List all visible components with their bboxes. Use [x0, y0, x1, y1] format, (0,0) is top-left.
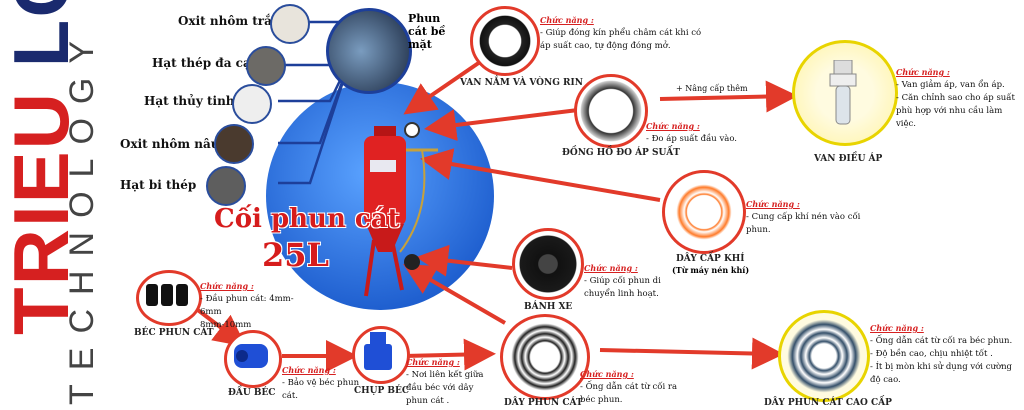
nozzle-title: BÉC PHUN CÁT — [134, 328, 214, 338]
arrow — [403, 60, 482, 115]
air-hose-title: DÂY CẤP KHÍ — [676, 254, 745, 264]
premium-hose-photo — [778, 310, 870, 402]
gauge-function: Chức năng :- Đo áp suất đầu vào. — [646, 121, 737, 144]
cap-icon — [364, 332, 392, 370]
material-thumb — [270, 4, 310, 44]
upgrade-note: + Nâng cấp thêm — [676, 84, 748, 93]
wheel-function: Chức năng :- Giúp cối phun di chuyển lin… — [584, 263, 661, 299]
sandblaster-tank — [364, 122, 438, 297]
nozzle-head-function: Chức năng :- Bảo vệ béc phun cát. — [282, 365, 360, 401]
gauge-title: ĐỒNG HỒ ĐO ÁP SUẤT — [562, 148, 680, 158]
material-label: Hạt thủy tinh — [144, 94, 235, 108]
material-thumb — [214, 124, 254, 164]
material-thumb — [246, 46, 286, 86]
material-label: Oxit nhôm nâu — [120, 137, 220, 151]
connector-line — [278, 59, 352, 185]
material-label: Hạt bi thép — [120, 178, 197, 192]
arrow — [599, 337, 784, 370]
material-label: Hạt thép đa cạnh — [152, 56, 269, 70]
spray-photo — [326, 8, 412, 94]
cap-title: CHỤP BÉC — [354, 386, 410, 396]
valve-function: Chức năng :- Giúp đóng kín phểu châm cát… — [540, 15, 702, 51]
nozzle-icon — [146, 284, 188, 306]
gauge-photo — [574, 74, 648, 148]
nozzle-head-icon — [234, 344, 268, 368]
arrow — [424, 108, 579, 141]
wheel-photo — [512, 228, 584, 300]
product-name: Cối phun cát — [214, 204, 400, 234]
valve-title: VAN NẮM VÀ VÒNG RIN — [460, 78, 583, 88]
hose-title: DÂY PHUN CÁT — [504, 398, 583, 408]
product-volume: 25L — [262, 236, 330, 274]
arrow — [416, 244, 513, 277]
arrow — [420, 148, 661, 202]
arrow — [403, 263, 507, 325]
valve-photo — [470, 6, 540, 76]
premium-hose-title: DÂY PHUN CÁT CAO CẤP — [764, 398, 892, 408]
air-hose-photo — [662, 170, 746, 254]
air-hose-subtitle: (Từ máy nén khí) — [672, 265, 750, 275]
arrow — [659, 80, 798, 113]
hose-photo — [500, 314, 590, 400]
regulator-title: VAN ĐIỀU ÁP — [814, 154, 883, 164]
premium-hose-function: Chức năng :- Ống dẫn cát từ cối ra béc p… — [870, 323, 1013, 385]
spray-label: Phun cát bề mặt — [408, 12, 446, 51]
regulator-function: Chức năng :- Van giảm áp, van ổn áp.- Că… — [896, 67, 1015, 129]
brand-subtitle: TECHNOLOGY — [63, 26, 101, 405]
cap-function: Chức năng :- Nơi liên kết giữa đầu béc v… — [406, 357, 484, 406]
material-label: Oxit nhôm trắng — [178, 14, 289, 28]
arrow — [403, 338, 496, 371]
nozzle-head-title: ĐẦU BÉC — [228, 388, 276, 398]
hose-function: Chức năng :- Ống dẫn cát từ cối ra béc p… — [580, 369, 678, 405]
material-thumb — [232, 84, 272, 124]
wheel-title: BÁNH XE — [524, 302, 573, 312]
air-hose-function: Chức năng :- Cung cấp khí nén vào cối ph… — [746, 199, 861, 235]
regulator-icon — [829, 60, 857, 125]
material-thumb — [206, 166, 246, 206]
